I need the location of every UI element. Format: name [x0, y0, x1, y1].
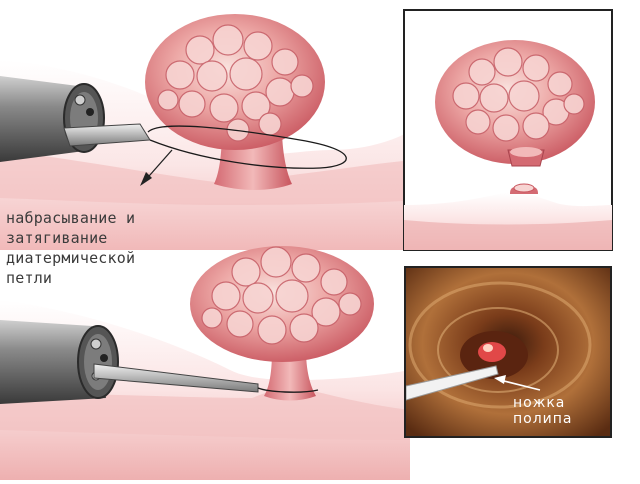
label-line: затягивание: [6, 229, 108, 247]
polyp-head-top: [145, 14, 325, 150]
scene-snare-placement: [0, 14, 420, 250]
polyp-head-bottom: [190, 246, 374, 362]
label-polyp-stalk: ножка полипа: [513, 395, 623, 427]
endoscopic-photo: [404, 266, 612, 438]
scene-snare-tightened: [0, 246, 410, 480]
label-snare-placement: набрасывание и затягивание диатермическо…: [6, 208, 206, 288]
endoscope-bottom: [0, 320, 259, 404]
label-line: ножка: [513, 395, 566, 411]
mucosa-fold-top: [0, 150, 420, 205]
arrow-pointer-stalk: [494, 375, 541, 391]
panel-cut-polyp: [403, 9, 613, 251]
polyp-in-photo: [478, 342, 506, 362]
polyp-stalk-bottom: [264, 350, 316, 401]
label-line: набрасывание и: [6, 209, 136, 227]
snare-loop-top: [147, 125, 347, 169]
snare-in-photo: [406, 365, 499, 401]
label-line: диатермической: [6, 249, 136, 267]
endoscope-top: [0, 76, 151, 162]
snare-tightened: [257, 387, 319, 393]
arrow-pointer-snare: [140, 149, 173, 186]
label-line: петли: [6, 269, 53, 287]
label-line: полипа: [513, 411, 573, 427]
